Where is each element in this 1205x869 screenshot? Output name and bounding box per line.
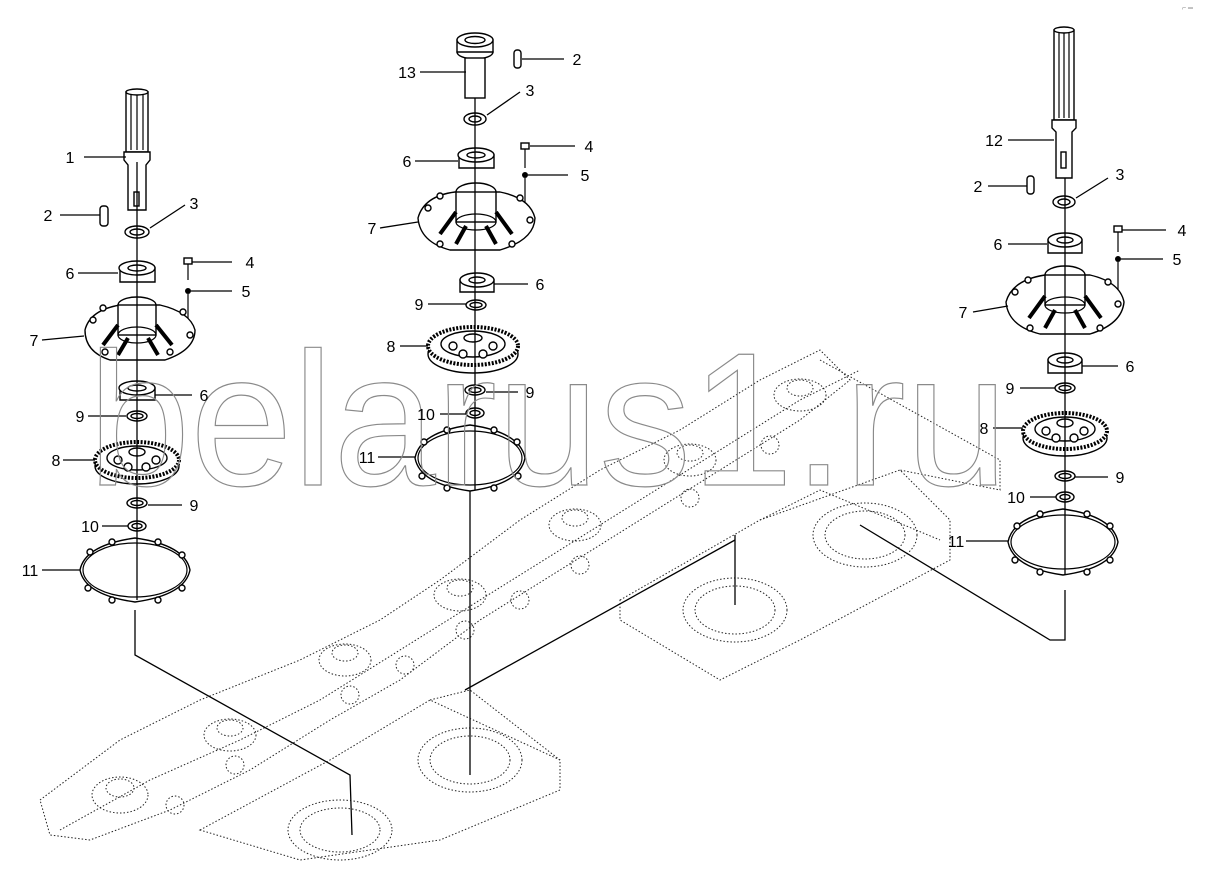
callout-left-gasket: 11	[22, 563, 39, 580]
callout-center-lock-washer: 5	[581, 168, 590, 185]
callout-right-shaft: 12	[985, 133, 1003, 150]
callout-center-ring-lower: 9	[526, 385, 535, 402]
callout-center-ring-upper: 9	[415, 297, 424, 314]
callout-center-shaft: 13	[398, 65, 416, 82]
callout-left-spacer: 10	[81, 519, 99, 536]
callout-left-washer: 3	[190, 196, 199, 213]
callout-left-lock-washer: 5	[242, 284, 251, 301]
callout-left-bearing-upper: 6	[66, 266, 75, 283]
callout-right-ring-upper: 9	[1006, 381, 1015, 398]
callout-right-spacer: 10	[1007, 490, 1025, 507]
callout-right-bolt: 4	[1178, 223, 1187, 240]
right-assembly	[1005, 26, 1125, 576]
callout-center-bearing-lower: 6	[536, 277, 545, 294]
callout-right-ring-lower: 9	[1116, 470, 1125, 487]
callout-center-cover: 7	[368, 221, 377, 238]
callout-center-washer: 3	[526, 83, 535, 100]
callout-left-cover: 7	[30, 333, 39, 350]
callout-left-ring-lower: 9	[190, 498, 199, 515]
callout-center-spacer: 10	[417, 407, 435, 424]
callout-labels: 1 2 3 6 4 5 7 6 9 8 9 10 11 13 2 3 6 4 5…	[22, 52, 1187, 580]
center-assembly	[414, 32, 536, 492]
callout-center-gear: 8	[387, 339, 396, 356]
leader-lines	[41, 58, 1166, 571]
callout-left-key: 2	[44, 208, 53, 225]
callout-right-bearing-lower: 6	[1126, 359, 1135, 376]
callout-right-gear: 8	[980, 421, 989, 438]
callout-right-cover: 7	[959, 305, 968, 322]
callout-center-bearing-upper: 6	[403, 154, 412, 171]
callout-right-washer: 3	[1116, 167, 1125, 184]
watermark: belarus1.ru	[88, 314, 1008, 526]
corner-mark: ⌐ ═	[1182, 5, 1193, 12]
callout-right-gasket: 11	[948, 534, 965, 551]
callout-right-bearing-upper: 6	[994, 237, 1003, 254]
callout-right-lock-washer: 5	[1173, 252, 1182, 269]
callout-left-gear: 8	[52, 453, 61, 470]
callout-center-gasket: 11	[359, 450, 376, 467]
callout-left-ring-upper: 9	[76, 409, 85, 426]
callout-left-bolt: 4	[246, 255, 255, 272]
callout-center-key: 2	[573, 52, 582, 69]
cutter-bar-housing	[39, 349, 1001, 861]
callout-left-shaft: 1	[66, 150, 75, 167]
assembly-lines	[134, 490, 1066, 836]
callout-right-key: 2	[974, 179, 983, 196]
callout-center-bolt: 4	[585, 139, 594, 156]
callout-left-bearing-lower: 6	[200, 388, 209, 405]
left-assembly	[79, 88, 196, 604]
